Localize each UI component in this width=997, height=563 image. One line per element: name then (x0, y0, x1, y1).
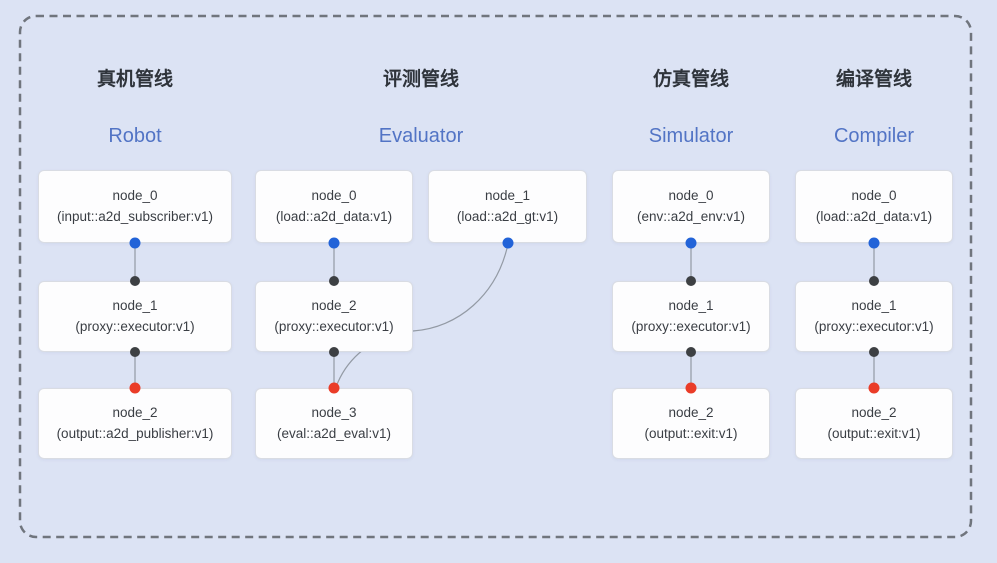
node-type: (proxy::executor:v1) (75, 319, 195, 334)
node-compiler-2: node_2 (output::exit:v1) (795, 388, 953, 459)
node-compiler-1: node_1 (proxy::executor:v1) (795, 281, 953, 352)
pipeline-title-zh-evaluator: 评测管线 (382, 69, 459, 90)
node-robot-1: node_1 (proxy::executor:v1) (38, 281, 232, 352)
node-type: (env::a2d_env:v1) (636, 209, 746, 224)
node-name: node_0 (311, 188, 357, 203)
node-name: node_2 (668, 405, 714, 420)
node-evaluator-3: node_3 (eval::a2d_eval:v1) (255, 388, 413, 459)
node-type: (load::a2d_data:v1) (275, 209, 393, 224)
pipeline-title-zh-robot: 真机管线 (96, 69, 173, 90)
node-type: (output::exit:v1) (827, 426, 921, 441)
node-name: node_1 (484, 188, 531, 203)
node-name: node_0 (851, 188, 897, 203)
pipeline-title-zh-compiler: 编译管线 (835, 69, 912, 90)
pipeline-title-en-evaluator: Evaluator (378, 125, 464, 147)
node-name: node_2 (112, 405, 158, 420)
node-type: (proxy::executor:v1) (631, 319, 751, 334)
node-simulator-1: node_1 (proxy::executor:v1) (612, 281, 770, 352)
node-robot-0: node_0 (input::a2d_subscriber:v1) (38, 170, 232, 243)
node-type: (input::a2d_subscriber:v1) (56, 209, 214, 224)
node-name: node_1 (851, 298, 897, 313)
node-type: (output::exit:v1) (644, 426, 738, 441)
node-simulator-2: node_2 (output::exit:v1) (612, 388, 770, 459)
node-type: (proxy::executor:v1) (814, 319, 934, 334)
node-type: (output::a2d_publisher:v1) (56, 426, 214, 441)
node-evaluator-2: node_2 (proxy::executor:v1) (255, 281, 413, 352)
dashed-frame (18, 14, 973, 539)
node-type: (eval::a2d_eval:v1) (276, 426, 392, 441)
node-name: node_1 (668, 298, 714, 313)
pipeline-title-en-robot: Robot (108, 125, 162, 147)
node-type: (load::a2d_data:v1) (815, 209, 933, 224)
edge-evaluator-1-3 (335, 243, 509, 388)
node-type: (proxy::executor:v1) (274, 319, 394, 334)
pipeline-title-en-simulator: Simulator (648, 125, 734, 147)
node-name: node_2 (851, 405, 897, 420)
node-name: node_0 (668, 188, 714, 203)
pipeline-title-zh-simulator: 仿真管线 (652, 69, 729, 90)
pipeline-title-en-compiler: Compiler (833, 125, 915, 147)
node-simulator-0: node_0 (env::a2d_env:v1) (612, 170, 770, 243)
node-name: node_2 (311, 298, 357, 313)
node-name: node_1 (112, 298, 158, 313)
node-evaluator-1: node_1 (load::a2d_gt:v1) (428, 170, 587, 243)
node-type: (load::a2d_gt:v1) (456, 209, 559, 224)
node-evaluator-0: node_0 (load::a2d_data:v1) (255, 170, 413, 243)
node-robot-2: node_2 (output::a2d_publisher:v1) (38, 388, 232, 459)
node-name: node_3 (311, 405, 357, 420)
node-compiler-0: node_0 (load::a2d_data:v1) (795, 170, 953, 243)
node-name: node_0 (112, 188, 158, 203)
